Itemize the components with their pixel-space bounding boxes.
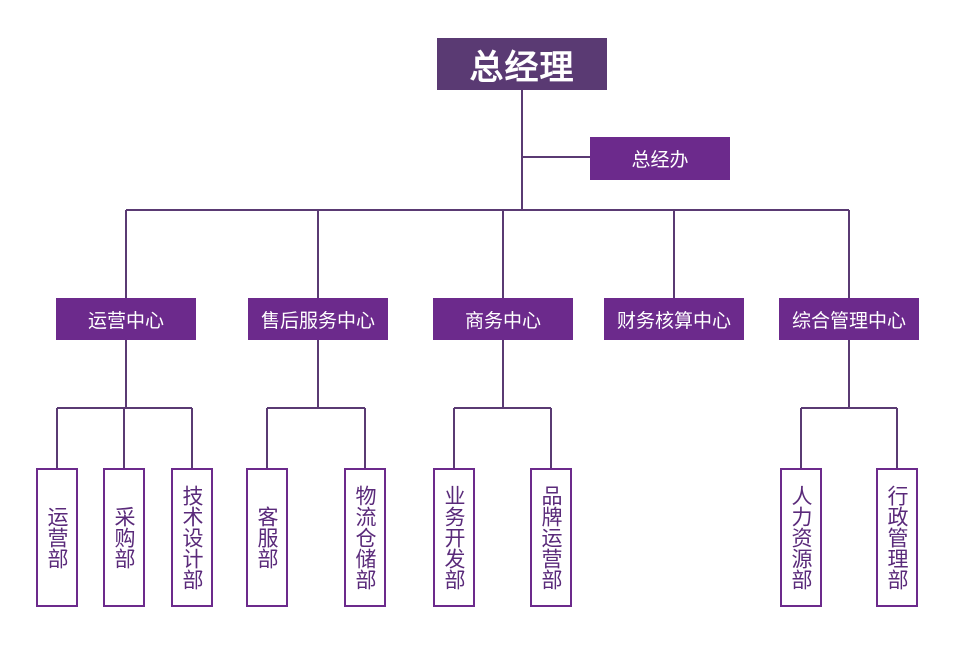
dept-customer-service: 客服部	[246, 468, 288, 607]
center-business: 商务中心	[433, 298, 573, 340]
center-operations: 运营中心	[56, 298, 196, 340]
general-manager-box: 总经理	[437, 38, 607, 90]
general-office-box: 总经办	[590, 137, 730, 180]
dept-tech-design: 技术设计部	[171, 468, 213, 607]
center-finance: 财务核算中心	[604, 298, 744, 340]
dept-brand-ops: 品牌运营部	[530, 468, 572, 607]
center-admin: 综合管理中心	[779, 298, 919, 340]
dept-admin-mgmt: 行政管理部	[876, 468, 918, 607]
dept-purchasing: 采购部	[103, 468, 145, 607]
dept-operations: 运营部	[36, 468, 78, 607]
dept-business-dev: 业务开发部	[433, 468, 475, 607]
center-after-sales: 售后服务中心	[248, 298, 388, 340]
dept-logistics: 物流仓储部	[344, 468, 386, 607]
dept-hr: 人力资源部	[780, 468, 822, 607]
